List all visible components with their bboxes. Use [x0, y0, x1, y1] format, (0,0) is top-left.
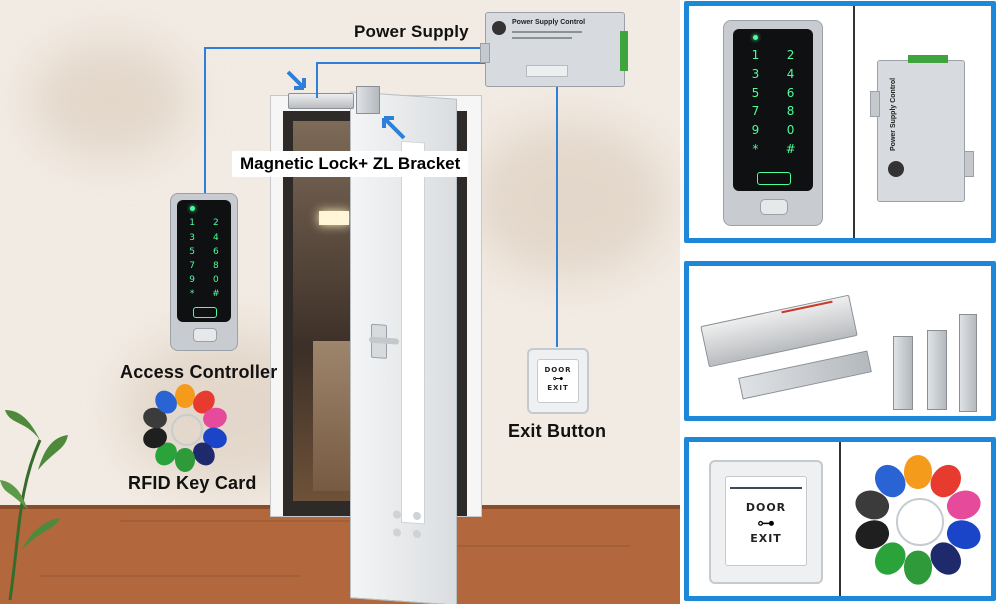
keypad-key: 1 [189, 218, 195, 229]
keypad-key: # [785, 142, 796, 157]
keypad-key: 7 [751, 104, 760, 119]
exit-text: EXIT [547, 384, 569, 392]
access-controller-label: Access Controller [120, 362, 278, 382]
rfid-key-fob [175, 448, 195, 472]
keypad-key: 1 [751, 47, 760, 62]
zl-bracket [356, 86, 380, 114]
access-controller-keypad: 1 2 3 4 5 6 7 8 9 0 * # [170, 193, 238, 351]
wire [316, 62, 486, 64]
rfid-key-fob [904, 551, 932, 585]
keypad-key: 2 [213, 218, 219, 229]
keypad-key: 9 [189, 275, 195, 286]
card-reader-icon [757, 171, 791, 185]
arrow-icon [286, 70, 306, 90]
keypad-key: 4 [213, 232, 219, 243]
keypad-key: * [752, 142, 759, 157]
status-led-icon [190, 206, 196, 211]
card-reader-icon [193, 307, 217, 318]
status-led-icon [753, 35, 759, 40]
psu-product: Power Supply Control [870, 55, 974, 202]
keypad-key: 5 [189, 246, 195, 257]
keypad-key: 2 [786, 47, 795, 62]
keypad-key: 9 [751, 123, 760, 138]
keypad-key: # [212, 289, 220, 300]
wire [556, 85, 558, 347]
key-icon: ⊶ [757, 513, 775, 533]
key-icon: ⊶ [552, 373, 564, 385]
key-ring [170, 413, 204, 447]
exit-button-label: Exit Button [508, 421, 607, 441]
keypad-key: 4 [786, 66, 795, 81]
rfid-key-card-label: RFID Key Card [128, 473, 257, 493]
rfid-key-fob [175, 384, 195, 408]
rfid-key-fob [904, 455, 932, 489]
door-text: DOOR [745, 501, 787, 514]
arrow-icon [382, 116, 406, 140]
keypad-key: * [189, 289, 195, 300]
keypad-key: 0 [213, 275, 219, 286]
keypad-key: 3 [189, 232, 195, 243]
psu-title: Power Supply Control [512, 19, 586, 26]
room-scene: Power Supply Control Power Supply Magnet… [0, 0, 680, 604]
magnetic-lock-label: Magnetic Lock+ ZL Bracket [232, 151, 469, 177]
door-text: DOOR [544, 366, 572, 374]
keypad-key: 5 [751, 85, 760, 100]
zl-bracket-product [927, 330, 947, 410]
armature-plate [738, 350, 872, 400]
rfid-fob-product-cluster [851, 448, 985, 592]
keypad-key: 8 [786, 104, 795, 119]
magnetic-lock [288, 93, 354, 109]
panel-lock-brackets [684, 261, 996, 421]
zl-bracket-product [959, 314, 977, 412]
rfid-fob-cluster [135, 383, 235, 475]
psu-title: Power Supply Control [890, 77, 897, 151]
wire [316, 63, 318, 98]
key-ring [896, 498, 944, 546]
wooden-floor [0, 505, 680, 604]
exit-text: EXIT [750, 532, 782, 545]
power-supply-label: Power Supply [354, 22, 469, 41]
keypad-key: 6 [786, 85, 795, 100]
keypad-key: 8 [213, 261, 219, 272]
keypad-key: 7 [189, 261, 195, 272]
zl-bracket-product [893, 336, 913, 410]
panel-exit-fobs: DOOR ⊶ EXIT [684, 437, 996, 601]
keypad-product: 1 2 3 4 5 6 7 8 9 0 * # [723, 20, 823, 226]
keypad-key: 0 [786, 123, 795, 138]
panel-keypad-psu: 1 2 3 4 5 6 7 8 9 0 * # Power Supply Control [684, 1, 996, 243]
wire [204, 47, 486, 49]
keypad-key: 3 [751, 66, 760, 81]
plant-illustration [0, 410, 68, 601]
exit-button-product: DOOR ⊶ EXIT [709, 460, 823, 584]
power-supply-unit: Power Supply Control [480, 12, 628, 87]
keypad-key: 6 [213, 246, 219, 257]
wire [204, 47, 206, 195]
exit-button-device: DOOR ⊶ EXIT [527, 348, 589, 414]
